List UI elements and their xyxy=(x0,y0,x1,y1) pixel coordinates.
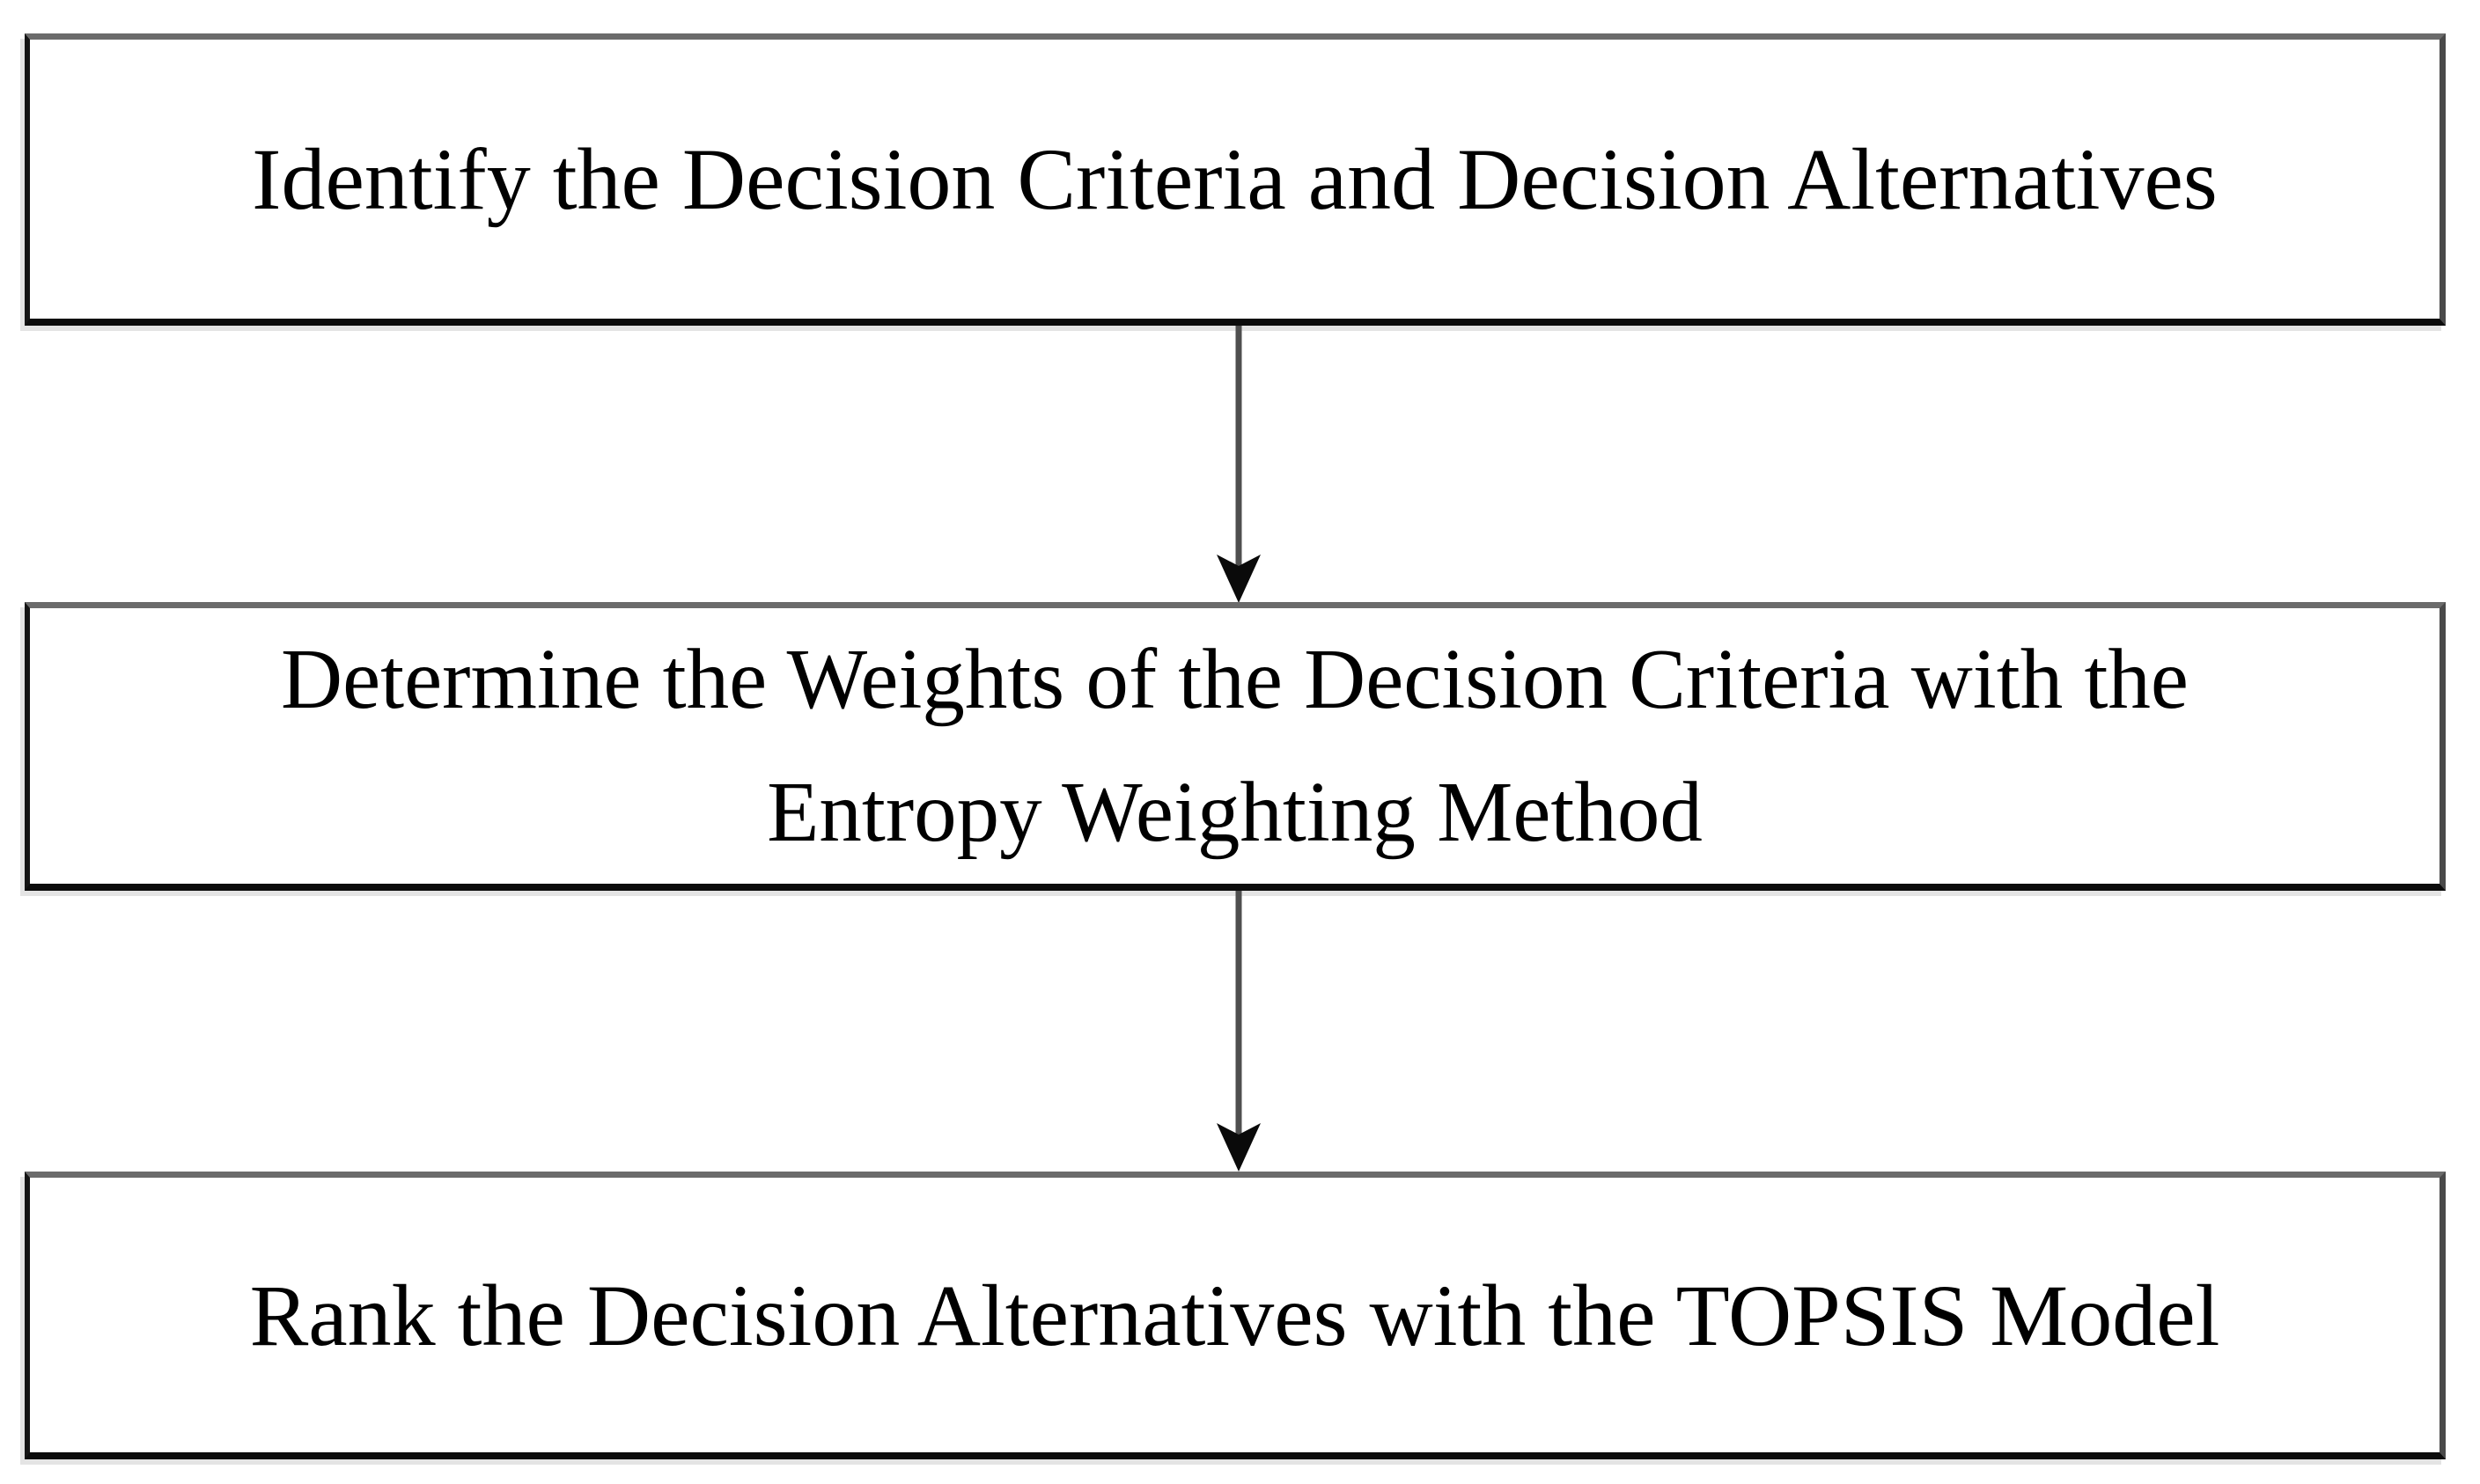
flow-node-label-line-2: Entropy Weighting Method xyxy=(767,764,1703,859)
flow-node-label: Identify the Decision Criteria and Decis… xyxy=(252,130,2218,228)
flow-node-label: Rank the Decision Alternatives with the … xyxy=(249,1266,2220,1364)
arrowhead-down-icon xyxy=(1217,1123,1261,1172)
arrowhead-down-icon xyxy=(1217,555,1261,603)
flow-node-determine-weights: Determine the Weights of the Decision Cr… xyxy=(25,602,2446,891)
flow-node-identify-criteria: Identify the Decision Criteria and Decis… xyxy=(25,33,2446,326)
flow-node-rank-alternatives: Rank the Decision Alternatives with the … xyxy=(25,1172,2446,1459)
flow-node-label-line-1: Determine the Weights of the Decision Cr… xyxy=(281,632,2189,727)
flow-arrow-1 xyxy=(1217,326,1261,603)
flow-arrow-2 xyxy=(1217,891,1261,1172)
